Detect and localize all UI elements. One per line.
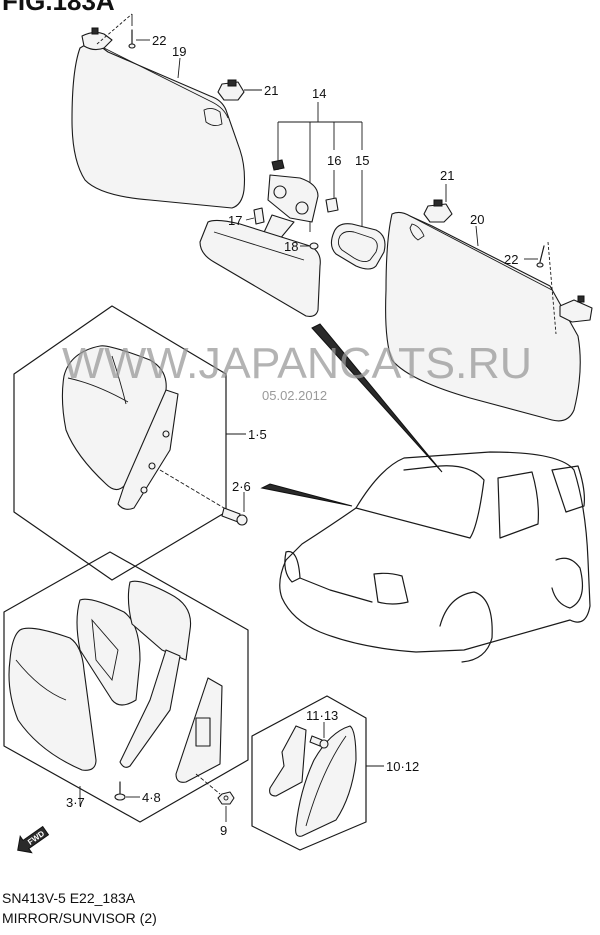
screw-18 bbox=[309, 242, 319, 250]
nut-9 bbox=[195, 773, 235, 822]
callout-14[interactable]: 14 bbox=[312, 86, 326, 101]
bulb-16 bbox=[325, 197, 339, 213]
sunvisor-hinge-left bbox=[81, 31, 113, 51]
callout-9[interactable]: 9 bbox=[220, 823, 227, 838]
pointer-wedge-rearview bbox=[311, 323, 443, 473]
screw-22-right bbox=[524, 241, 557, 335]
figure-title: FIG.183A bbox=[2, 0, 115, 16]
hinge-stud bbox=[91, 27, 99, 35]
callout-4-8[interactable]: 4·8 bbox=[142, 790, 161, 805]
outside-mirror-electric bbox=[8, 580, 223, 783]
callout-1-5[interactable]: 1·5 bbox=[248, 427, 267, 442]
hex-frame-mirror-manual bbox=[13, 305, 227, 581]
bolt-2-6 bbox=[159, 469, 248, 526]
callout-10-12[interactable]: 10·12 bbox=[386, 759, 419, 774]
lens-15 bbox=[330, 223, 386, 270]
figure-code: SN413V-5 E22_183A bbox=[2, 890, 136, 906]
forward-arrow-icon: FWD bbox=[17, 825, 50, 854]
callout-17[interactable]: 17 bbox=[228, 213, 242, 228]
hex-frame-garnish bbox=[251, 695, 367, 851]
callout-15[interactable]: 15 bbox=[355, 153, 369, 168]
watermark-date: 05.02.2012 bbox=[262, 388, 327, 403]
sunvisor-holder-21-right bbox=[423, 184, 453, 223]
callout-3-7[interactable]: 3·7 bbox=[66, 795, 85, 810]
sunvisor-holder-21-left bbox=[217, 79, 262, 101]
sunvisor-hinge-right bbox=[559, 299, 593, 323]
sunvisor-left bbox=[71, 27, 246, 209]
callout-16[interactable]: 16 bbox=[327, 153, 341, 168]
rearview-mirror-assy bbox=[199, 159, 321, 317]
pointer-wedge-outside-mirror bbox=[260, 483, 353, 507]
hex-frame-mirror-electric bbox=[3, 551, 249, 823]
sunvisor-right bbox=[385, 211, 593, 422]
socket-17 bbox=[253, 207, 265, 225]
callout-21-left[interactable]: 21 bbox=[264, 83, 278, 98]
callout-2-6[interactable]: 2·6 bbox=[232, 479, 251, 494]
callout-20[interactable]: 20 bbox=[470, 212, 484, 227]
vehicle-outline bbox=[279, 451, 591, 663]
callout-21-right[interactable]: 21 bbox=[440, 168, 454, 183]
figure-name: MIRROR/SUNVISOR (2) bbox=[2, 910, 157, 926]
watermark-text: WWW.JAPANCATS.RU bbox=[62, 339, 532, 388]
callout-22-right[interactable]: 22 bbox=[504, 252, 518, 267]
screw-22-left bbox=[96, 13, 136, 49]
outside-mirror-manual bbox=[61, 345, 179, 510]
callout-18[interactable]: 18 bbox=[284, 239, 298, 254]
bolt-4-8 bbox=[114, 781, 140, 801]
callout-22-left[interactable]: 22 bbox=[152, 33, 166, 48]
screw-11-13 bbox=[309, 722, 329, 749]
garnish-part bbox=[269, 725, 357, 837]
callout-11-13[interactable]: 11·13 bbox=[306, 708, 338, 723]
callout-19[interactable]: 19 bbox=[172, 44, 186, 59]
